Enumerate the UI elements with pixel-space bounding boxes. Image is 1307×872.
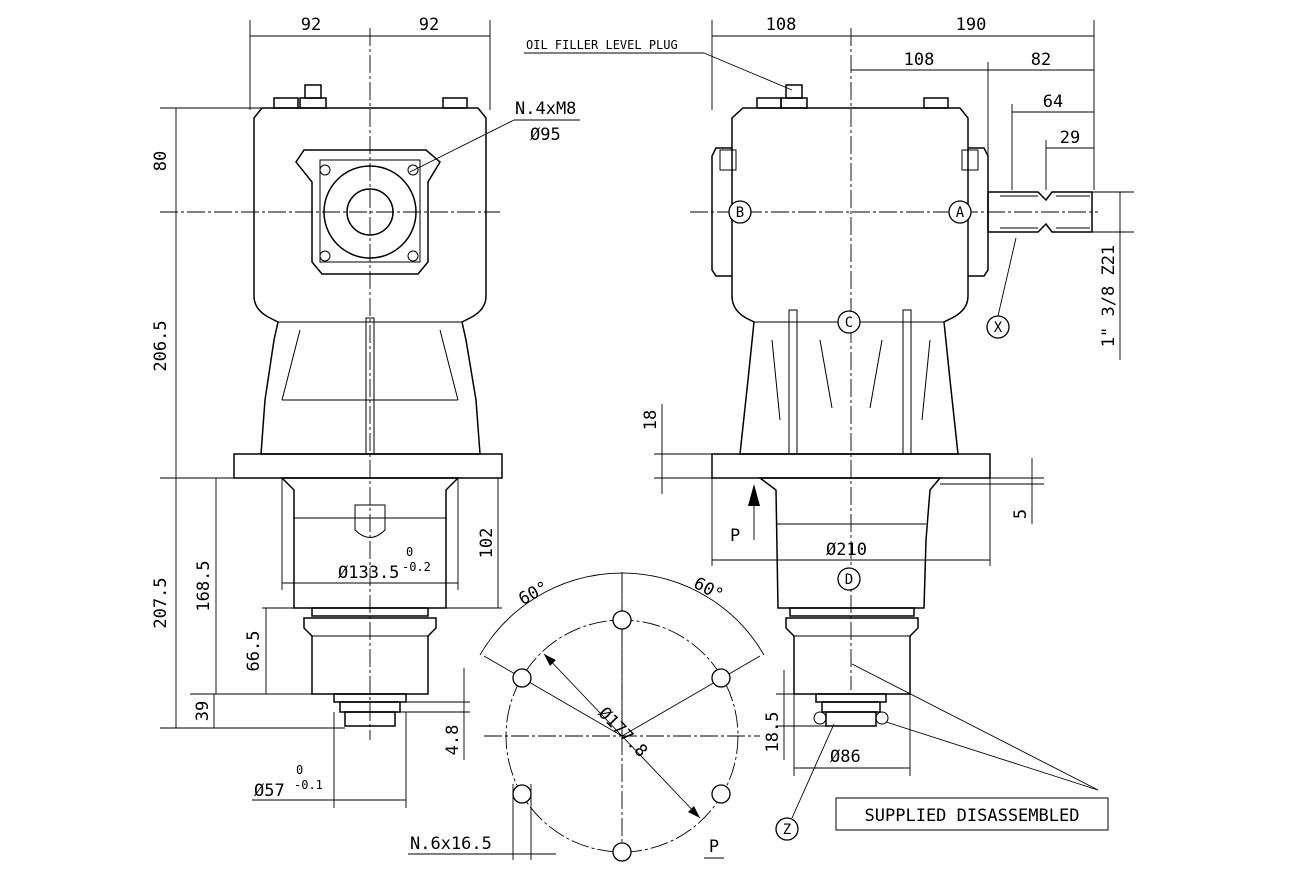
dim-d86: Ø86 — [830, 747, 861, 767]
dim-angle1: 60° — [515, 578, 552, 610]
dim-h207: 207.5 — [151, 577, 171, 628]
supplied-label: SUPPLIED DISASSEMBLED — [865, 806, 1080, 826]
label-b: B — [728, 200, 752, 224]
dim-w29: 29 — [1060, 128, 1080, 148]
dim-h185: 18.5 — [763, 712, 783, 753]
dim-d57-tol-dn: -0.1 — [294, 778, 323, 792]
dim-h48: 4.8 — [443, 725, 463, 756]
dim-w108b: 108 — [904, 50, 935, 70]
label-x: X — [986, 237, 1017, 339]
dim-w108a: 108 — [766, 15, 797, 35]
dim-d57-tol-up: 0 — [296, 763, 303, 777]
svg-text:X: X — [994, 320, 1003, 336]
dim-top-right: 92 — [419, 15, 439, 35]
dim-holes: N.6x16.5 — [410, 834, 492, 854]
callout-bolt-circle: Ø95 — [530, 125, 561, 145]
dim-w64: 64 — [1043, 92, 1063, 112]
dim-d210: Ø210 — [826, 540, 867, 560]
dim-d1335-tol-up: 0 — [406, 545, 413, 559]
svg-text:C: C — [845, 315, 853, 331]
svg-text:A: A — [956, 205, 965, 221]
svg-text:Z: Z — [783, 822, 791, 838]
flange-view: Ø177.8 60° 60° N.6x16.5 P — [408, 572, 765, 862]
view-p-label: P — [709, 837, 719, 857]
dim-h168: 168.5 — [194, 560, 214, 611]
dim-h206: 206.5 — [151, 320, 171, 371]
front-view: 92 92 80 206.5 207.5 168.5 66.5 39 102 4… — [151, 15, 580, 808]
view-p-arrow-label: P — [730, 526, 740, 546]
dim-shaft: 1" 3/8 Z21 — [1099, 245, 1119, 347]
label-c: C — [837, 310, 861, 334]
dim-h18: 18 — [641, 410, 661, 430]
dim-d57: Ø57 — [254, 781, 285, 801]
dim-angle2: 60° — [690, 574, 727, 606]
dim-h5: 5 — [1011, 509, 1031, 519]
dim-d1335-tol-dn: -0.2 — [402, 560, 431, 574]
dim-pcd: Ø177.8 — [594, 703, 651, 761]
dim-h39: 39 — [193, 701, 213, 721]
svg-text:B: B — [736, 205, 744, 221]
dim-w82: 82 — [1031, 50, 1051, 70]
dim-h80: 80 — [151, 151, 171, 171]
dim-h665: 66.5 — [244, 631, 264, 672]
label-a: A — [948, 200, 972, 224]
dim-top-left: 92 — [301, 15, 321, 35]
label-d: D — [837, 567, 861, 591]
side-view: B A C D X Z 108 190 10 — [524, 15, 1134, 841]
svg-text:D: D — [845, 572, 853, 588]
dim-d1335: Ø133.5 — [338, 563, 399, 583]
oil-plug-label: OIL FILLER LEVEL PLUG — [526, 38, 678, 52]
dim-w190: 190 — [956, 15, 987, 35]
dim-h102: 102 — [477, 528, 497, 559]
callout-bolts: N.4xM8 — [515, 99, 576, 119]
label-z: Z — [775, 723, 835, 841]
